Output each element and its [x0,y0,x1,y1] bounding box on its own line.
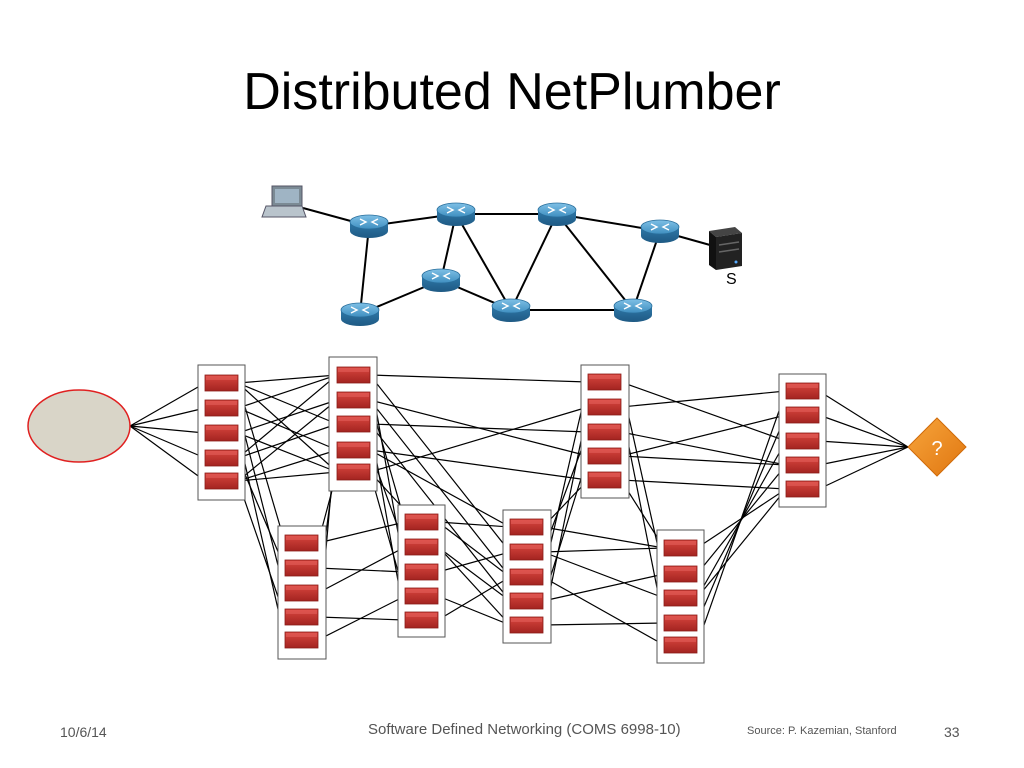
netplumber-diagram: ? [27,185,967,664]
rule-tables [197,356,827,664]
router-icon [640,219,680,243]
footer-course: Software Defined Networking (COMS 6998-1… [368,721,681,738]
router-icon [436,202,476,226]
footer-source: Source: P. Kazemian, Stanford [747,725,897,737]
rule-table [197,364,246,501]
router-icon [537,202,577,226]
rule-table [277,525,327,660]
router-icon [613,298,653,322]
routers [340,202,680,326]
rule-graph-links [129,374,909,646]
rule-table [656,529,705,664]
query-node: ? [907,417,967,477]
slide-title: Distributed NetPlumber [243,63,781,121]
footer-page: 33 [944,724,960,740]
rule-table [778,373,827,508]
router-icon [349,214,389,238]
rule-table [502,509,552,644]
footer-date: 10/6/14 [60,724,107,740]
router-icon [491,298,531,322]
rule-table [397,504,446,638]
laptop-icon [261,185,307,218]
rule-table [580,364,630,499]
server-label: S [726,271,737,288]
router-icon [421,268,461,292]
rule-table [328,356,378,492]
source-node [27,389,131,463]
server-icon [709,227,742,270]
router-icon [340,302,380,326]
query-label: ? [931,438,942,460]
